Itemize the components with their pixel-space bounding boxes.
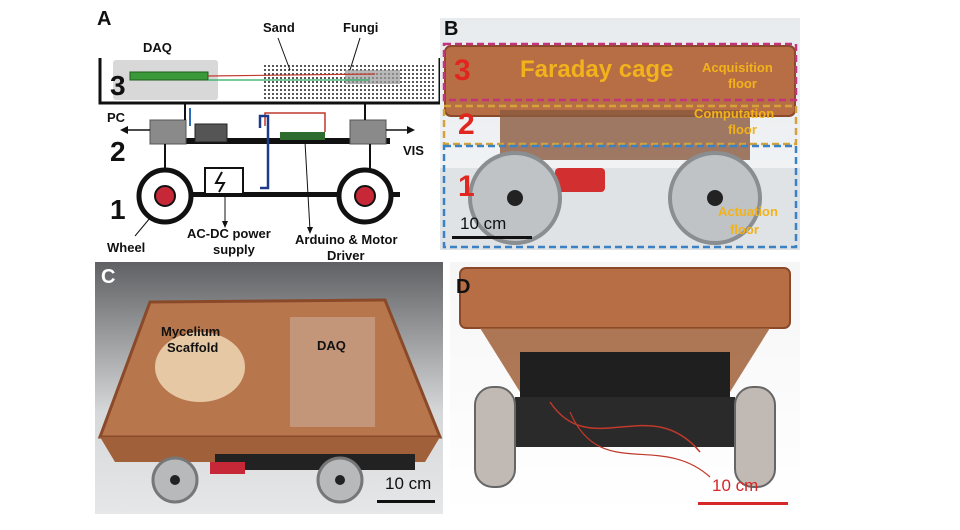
mycelium-label-1: Mycelium [161, 324, 221, 339]
computation-box [442, 104, 798, 146]
panel-a-letter: A [97, 8, 112, 30]
cam-right [349, 119, 387, 145]
actuation-label-2: floor [730, 222, 759, 237]
panel-c: C Mycelium Scaffold DAQ 10 cm [95, 262, 443, 514]
acquisition-label-2: floor [728, 76, 757, 91]
panel-d-scale-bar [698, 502, 788, 505]
faraday-cage-label: Faraday cage [520, 56, 674, 83]
label-power-1: AC-DC power [187, 226, 271, 241]
panel-a-schematic [98, 37, 440, 237]
fungi-region [345, 70, 400, 84]
label-wheel: Wheel [107, 240, 146, 255]
label-arduino-1: Arduino & Motor [295, 232, 398, 247]
floor-b-num-2: 2 [458, 108, 475, 141]
panel-c-scale-label: 10 cm [385, 474, 432, 493]
panel-d-letter: D [456, 276, 471, 298]
panel-b: B Faraday cage 3 Acquisition floor 2 Com… [440, 18, 800, 250]
computation-label-1: Computation [694, 106, 775, 121]
mycelium-label-2: Scaffold [167, 340, 219, 355]
panel-c-photo [97, 298, 443, 504]
floor1-plate [140, 192, 400, 197]
floor-b-num-3: 3 [454, 54, 471, 87]
label-arduino-2: Driver [327, 248, 365, 263]
panel-b-scale-bar [452, 236, 532, 239]
panel-d-scale-label: 10 cm [712, 476, 759, 495]
panel-b-scale-label: 10 cm [460, 214, 507, 233]
label-fungi: Fungi [343, 20, 379, 35]
label-daq: DAQ [143, 40, 172, 55]
acquisition-label-1: Acquisition [702, 60, 773, 75]
panel-c-daq-label: DAQ [317, 338, 346, 353]
panel-c-letter: C [101, 266, 116, 288]
daq-board [129, 71, 209, 81]
floor-b-num-1: 1 [458, 170, 475, 203]
cam-left [149, 119, 187, 145]
label-power-2: supply [213, 242, 255, 257]
arduino-board [280, 132, 325, 140]
panel-c-scale-bar [377, 500, 435, 503]
panel-a: A [95, 8, 440, 263]
box-mid [194, 123, 228, 143]
floor2-plate [150, 138, 390, 144]
label-pc: PC [107, 110, 126, 125]
floor3-tray [98, 58, 440, 105]
floor-num-3: 3 [110, 70, 126, 101]
acquisition-box [442, 42, 798, 102]
panel-b-letter: B [444, 18, 459, 40]
power-supply-box [204, 167, 244, 195]
computation-label-2: floor [728, 122, 757, 137]
panel-d: D 10 cm [450, 262, 800, 514]
floor-num-2: 2 [110, 136, 126, 167]
panel-d-photo [459, 267, 791, 488]
actuation-label-1: Actuation [718, 204, 778, 219]
label-vis: VIS [403, 143, 424, 158]
floor-num-1: 1 [110, 194, 126, 225]
actuation-box [442, 144, 798, 249]
label-sand: Sand [263, 20, 295, 35]
